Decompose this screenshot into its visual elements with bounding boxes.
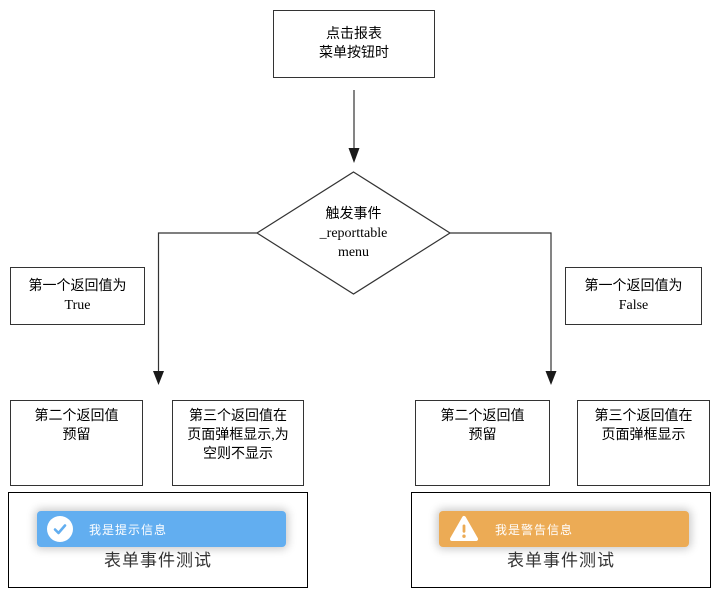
warning-toast-message: 我是警告信息	[495, 522, 574, 537]
branch-false-line: False	[618, 298, 649, 313]
warning-preview-panel: 我是警告信息 表单事件测试	[411, 492, 711, 588]
node-start-line: 点击报表	[326, 27, 382, 42]
decision-line: 触发事件	[325, 206, 382, 222]
node-right-outcome-popup: 第三个返回值在 页面弹框显示	[577, 400, 710, 486]
decision-line: menu	[337, 244, 370, 260]
arrowhead-down-left	[153, 371, 164, 385]
check-circle-icon	[47, 516, 73, 542]
node-branch-false: 第一个返回值为 False	[565, 267, 702, 325]
arrowhead-down-right	[545, 371, 557, 385]
outcome-line: 预留	[468, 428, 497, 443]
branch-true-line: 第一个返回值为	[28, 279, 127, 294]
connector-right-branch	[450, 232, 552, 371]
branch-true-line: True	[64, 298, 91, 313]
branch-false-line: 第一个返回值为	[584, 279, 683, 294]
outcome-line: 空则不显示	[203, 447, 273, 462]
form-test-title: 表单事件测试	[507, 551, 615, 570]
node-left-outcome-popup: 第三个返回值在 页面弹框显示,为 空则不显示	[172, 400, 304, 486]
outcome-line: 第三个返回值在	[594, 409, 693, 424]
node-right-outcome-reserved: 第二个返回值 预留	[415, 400, 550, 486]
outcome-line: 页面弹框显示,为	[187, 428, 289, 443]
form-test-title: 表单事件测试	[104, 551, 212, 570]
node-start-line: 菜单按钮时	[319, 46, 389, 61]
arrowhead-down-center	[348, 148, 360, 163]
node-branch-true: 第一个返回值为 True	[10, 267, 145, 325]
success-toast-message: 我是提示信息	[89, 522, 168, 537]
success-toast: 我是提示信息	[37, 511, 286, 547]
outcome-line: 第二个返回值	[34, 409, 119, 424]
node-start: 点击报表 菜单按钮时	[273, 10, 435, 78]
node-decision-label: 触发事件 _reporttable menu	[277, 196, 430, 270]
connector-left-branch	[157, 232, 257, 371]
node-left-outcome-reserved: 第二个返回值 预留	[10, 400, 143, 486]
outcome-line: 第二个返回值	[440, 409, 525, 424]
outcome-line: 第三个返回值在	[189, 409, 287, 424]
decision-line: _reporttable	[319, 225, 388, 241]
warning-toast: 我是警告信息	[439, 511, 689, 547]
outcome-line: 页面弹框显示	[601, 428, 686, 443]
success-preview-panel: 我是提示信息 表单事件测试	[8, 492, 308, 588]
warning-triangle-icon	[449, 515, 479, 543]
outcome-line: 预留	[62, 428, 91, 443]
